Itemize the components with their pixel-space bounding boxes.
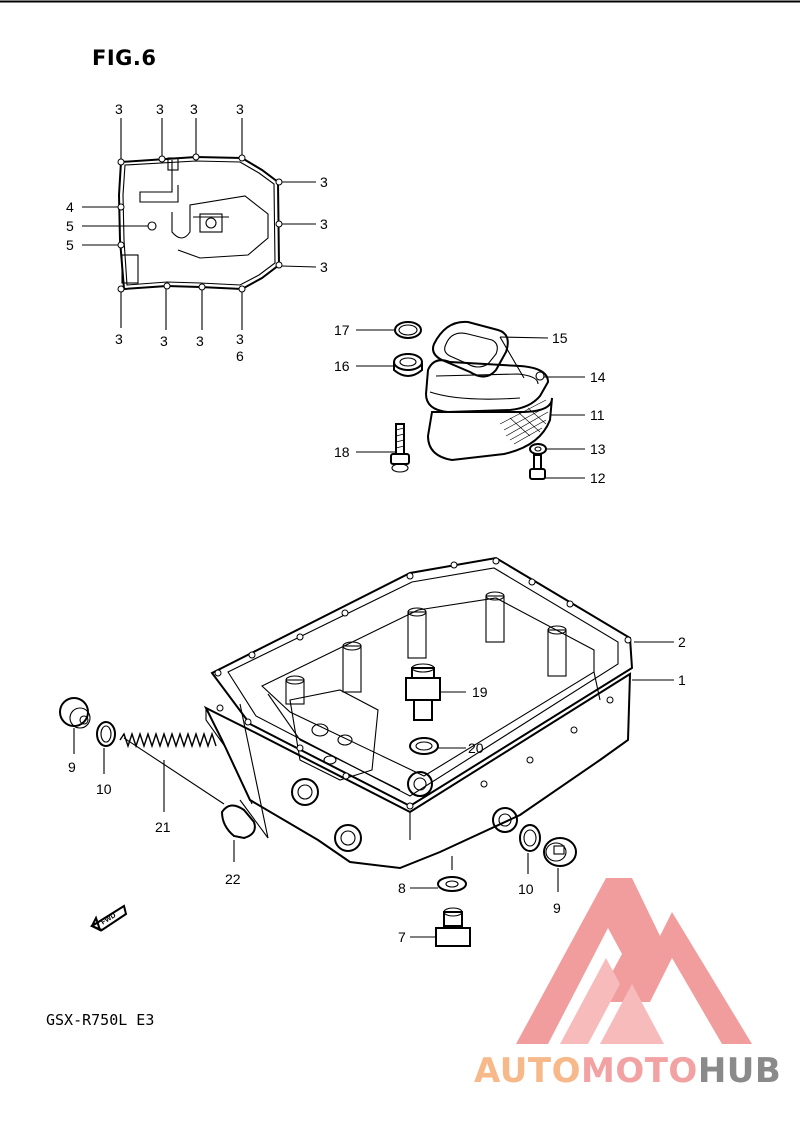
callout-10: 10 (518, 881, 534, 897)
callout-7: 7 (398, 929, 406, 945)
callout-12: 12 (590, 470, 606, 486)
watermark-logo-icon (516, 878, 752, 1044)
callout-3: 3 (115, 331, 123, 347)
drain-plug-drawing (435, 876, 471, 947)
callout-6: 6 (236, 348, 244, 364)
callout-5: 5 (66, 218, 74, 234)
callout-3: 3 (236, 331, 244, 347)
callout-8: 8 (398, 880, 406, 896)
callout-16: 16 (334, 358, 350, 374)
callout-21: 21 (155, 819, 171, 835)
callout-18: 18 (334, 444, 350, 460)
callout-22: 22 (225, 871, 241, 887)
watermark-part-auto: AUTO (474, 1051, 581, 1091)
callout-14: 14 (590, 369, 606, 385)
callout-13: 13 (590, 441, 606, 457)
model-code: GSX-R750L E3 (46, 1011, 155, 1029)
gasket-drawing (117, 153, 283, 293)
callout-1: 1 (678, 672, 686, 688)
plug-left-drawing (59, 697, 269, 840)
callout-3: 3 (320, 259, 328, 275)
strainer-leaders (356, 329, 585, 479)
watermark-brand-text: AUTOMOTOHUB (474, 1051, 781, 1091)
callout-11: 11 (590, 407, 605, 423)
callout-3: 3 (196, 333, 204, 349)
watermark-part-hub: HUB (697, 1051, 782, 1091)
callout-3: 3 (115, 101, 123, 117)
callout-10: 10 (96, 781, 112, 797)
callout-9: 9 (553, 900, 561, 916)
callout-4: 4 (66, 199, 74, 215)
oil-pan-drawing (89, 556, 634, 932)
callout-5: 5 (66, 237, 74, 253)
callout-3: 3 (320, 216, 328, 232)
oil-strainer-drawing (390, 320, 553, 480)
callout-3: 3 (236, 101, 244, 117)
watermark-part-moto: MOTO (580, 1051, 698, 1091)
callout-17: 17 (334, 322, 350, 338)
callout-3: 3 (320, 174, 328, 190)
callout-20: 20 (468, 740, 484, 756)
callout-3: 3 (160, 333, 168, 349)
callout-3: 3 (190, 101, 198, 117)
callout-19: 19 (472, 684, 488, 700)
callout-15: 15 (552, 330, 568, 346)
callout-9: 9 (68, 759, 76, 775)
plug-right-drawing (519, 824, 577, 867)
callout-3: 3 (156, 101, 164, 117)
gasket-leaders (82, 118, 317, 330)
figure-title: FIG.6 (92, 46, 157, 70)
callout-2: 2 (678, 634, 686, 650)
oil-pan-leaders (73, 641, 674, 938)
